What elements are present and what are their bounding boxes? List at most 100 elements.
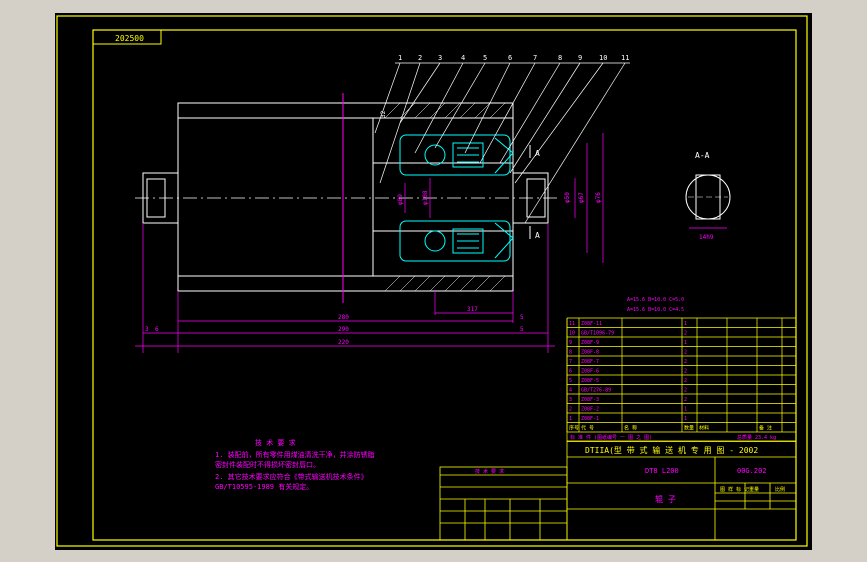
dim-v2: φ89 — [397, 194, 404, 205]
callout-9: 9 — [578, 54, 582, 62]
parts-cell: 4 — [569, 388, 572, 394]
right-dimensions — [404, 133, 604, 263]
parts-cell: 2 — [684, 388, 687, 394]
dim-v1: φ108 — [422, 190, 429, 205]
callout-4: 4 — [461, 54, 465, 62]
dim-small-left-b: 6 — [155, 326, 159, 333]
right-dim-labels: φ50 φ67 φ76 φ89 φ108 32 — [380, 110, 602, 205]
dim-d2: 290 — [338, 326, 349, 333]
title-block-title: DTIIA(型 带 式 输 送 机 专 用 图 - 2002 — [585, 445, 758, 455]
callout-labels: 1 2 3 4 5 6 7 8 9 10 11 — [398, 54, 629, 62]
parts-cell: 2 — [569, 407, 572, 413]
title-block-code2: 00G.202 — [737, 467, 767, 475]
leaders — [374, 62, 630, 224]
title-block-head-2: 重量 — [749, 486, 759, 493]
dim-small-left-a: 3 — [145, 326, 149, 333]
dim-d3: 220 — [338, 339, 349, 346]
dim-d4: 317 — [467, 306, 478, 313]
title-block-code1: DT8 L200 — [645, 467, 679, 475]
parts-cell: Z08F-3 — [581, 397, 599, 403]
parts-cell: Z08F-1 — [581, 416, 599, 422]
parts-header-cell: 备 注 — [759, 425, 772, 432]
dim-v5: φ76 — [595, 192, 602, 203]
dim-d1: 280 — [338, 314, 349, 321]
parts-cell: 9 — [569, 340, 572, 346]
parts-cell: 2 — [684, 331, 687, 337]
dim-v4: φ67 — [578, 192, 585, 203]
callout-3: 3 — [438, 54, 442, 62]
parts-weight: 总质量 23.4 kg — [737, 434, 776, 441]
callout-1: 1 — [398, 54, 402, 62]
callout-8: 8 — [558, 54, 562, 62]
roller-body — [142, 102, 549, 292]
parts-cell: 2 — [684, 397, 687, 403]
section-dim: 14h9 — [699, 234, 714, 241]
dim-small-right-b: 5 — [520, 326, 524, 333]
parts-cell: 2 — [684, 369, 687, 375]
notes-line-4: GB/T10595-1989 有关规定。 — [215, 482, 313, 491]
parts-cell: 1 — [684, 416, 687, 422]
parts-cell: 2 — [684, 350, 687, 356]
notes-line-2: 密封件装配时不得损坏密封唇口。 — [215, 460, 320, 469]
notes-title: 技 术 要 求 — [255, 438, 296, 447]
parts-cell: 1 — [569, 416, 572, 422]
parts-cell: 1 — [684, 321, 687, 327]
parts-footer: 标 准 件 (图纸编号 一 图 之 图) — [570, 434, 652, 441]
parts-header-cell: 名 称 — [624, 425, 637, 432]
bearing-assembly — [399, 134, 514, 262]
callout-11: 11 — [621, 54, 629, 62]
title-block-lines — [439, 440, 797, 541]
parts-cell: 1 — [684, 340, 687, 346]
dim-small-right-a: 5 — [520, 314, 524, 321]
parts-cell: Z08F-6 — [581, 369, 599, 375]
parts-header-cell: 序号 — [569, 425, 579, 432]
dim-v3: φ50 — [564, 192, 571, 203]
section-view — [685, 174, 731, 229]
parts-header-cell: 材料 — [699, 425, 709, 432]
parts-cell: Z08F-11 — [581, 321, 602, 327]
bottom-dimension-lines — [135, 223, 555, 353]
section-mark-bottom: A — [535, 231, 540, 240]
parts-cell: Z08F-8 — [581, 350, 599, 356]
title-block-head-1: 图 样 标 记 — [720, 486, 749, 493]
parts-cell: GB/T276-89 — [581, 388, 611, 394]
parts-cell: Z08F-9 — [581, 340, 599, 346]
stamp-text: 202500 — [115, 34, 144, 43]
callout-7: 7 — [533, 54, 537, 62]
section-mark-top: A — [535, 149, 540, 158]
parts-cell: 6 — [569, 369, 572, 375]
parts-cell: Z08F-2 — [581, 407, 599, 413]
parts-cell: 1 — [684, 407, 687, 413]
technical-notes: 技 术 要 求 1. 装配前，所有零件用煤油清洗干净，并涂防锈脂 密封件装配时不… — [215, 438, 375, 491]
parts-cell: Z08F-7 — [581, 359, 599, 365]
parts-cell: 8 — [569, 350, 572, 356]
parts-cell: 10 — [569, 331, 575, 337]
dim-shaft-top: 32 — [380, 110, 387, 118]
section-label: A-A — [695, 151, 710, 160]
parts-cell: GB/T1096-79 — [581, 331, 614, 337]
parts-cell: 2 — [684, 359, 687, 365]
cad-drawing: 202500 — [56, 15, 808, 547]
small-note-1: A=15.6 B=10.0 C=5.0 — [627, 297, 684, 303]
parts-cell: 5 — [569, 378, 572, 384]
parts-cell: 2 — [684, 378, 687, 384]
bottom-dim-labels: 280 290 220 317 3 6 5 5 — [145, 306, 524, 346]
title-block-head-3: 比例 — [775, 486, 785, 493]
parts-cell: 11 — [569, 321, 575, 327]
parts-cell: 7 — [569, 359, 572, 365]
parts-header-cell: 数量 — [684, 425, 694, 432]
parts-cell: Z08F-5 — [581, 378, 599, 384]
drawing-canvas: 202500 — [55, 13, 812, 550]
outer-frame — [56, 15, 808, 547]
callout-6: 6 — [508, 54, 512, 62]
notes-line-1: 1. 装配前，所有零件用煤油清洗干净，并涂防锈脂 — [215, 450, 375, 459]
notes-line-3: 2. 其它技术要求应符合《带式输送机技术条件》 — [215, 472, 368, 481]
inner-frame — [92, 29, 797, 541]
parts-header-cell: 代 号 — [581, 425, 594, 432]
revision-title: 技 术 要 求 — [475, 468, 504, 475]
title-block-name: 辊 子 — [655, 494, 676, 504]
callout-5: 5 — [483, 54, 487, 62]
parts-cell: 3 — [569, 397, 572, 403]
callout-2: 2 — [418, 54, 422, 62]
